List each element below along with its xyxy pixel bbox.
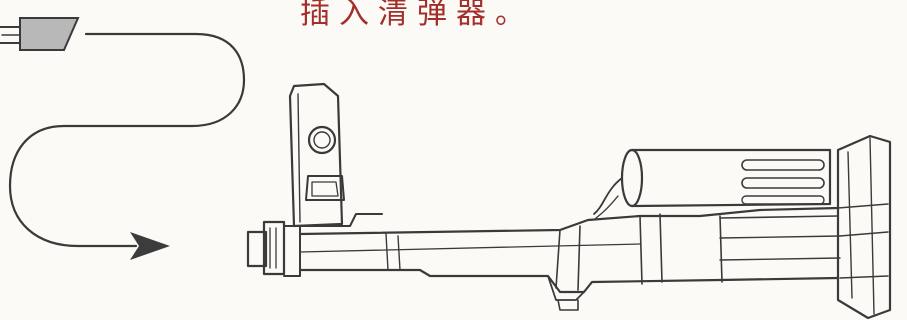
rifle-upper-receiver-illustration [246,82,892,320]
insert-path-arrow-icon [8,32,246,260]
instruction-caption: 插入清弹器。 [300,0,534,31]
stripper-clip-icon [0,17,80,51]
